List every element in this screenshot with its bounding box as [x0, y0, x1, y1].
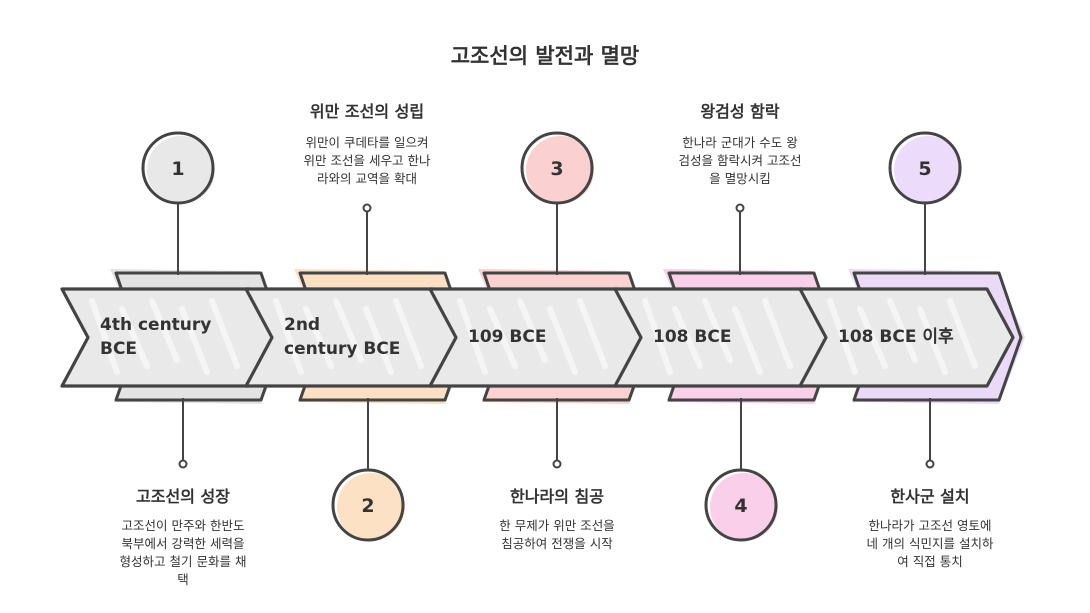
sketch-stroke [209, 298, 240, 369]
sketch-stroke [702, 298, 733, 363]
sketch-stroke [333, 298, 364, 363]
sketch-stroke [887, 298, 918, 363]
sketch-stroke [547, 306, 578, 375]
sketch-stroke [149, 298, 180, 363]
stage-4-description-line: 검성을 함락시켜 고조선 [678, 153, 802, 168]
sketch-stroke [857, 306, 888, 369]
stage-2-description-line: 위만 조선을 세우고 한나 [303, 153, 431, 168]
stage-3-number: 3 [550, 158, 563, 180]
stage-2-circle-fill [337, 473, 405, 541]
stage-5-circle-fill [894, 136, 962, 204]
sketch-stroke [393, 298, 424, 369]
stage-1-description-line: 택 [177, 572, 189, 587]
diagram-title: 고조선의 발전과 멸망 [450, 44, 640, 68]
stage-1-circle-fill [147, 136, 215, 204]
sketch-stroke [119, 306, 150, 369]
stage-2-label-line: 2nd [284, 315, 321, 335]
stage-2-label: 2nd century BCE [284, 313, 400, 361]
stage-3-label: 109 BCE [468, 325, 546, 349]
stage-5-number-circle [888, 131, 962, 205]
sketch-stroke [762, 298, 793, 369]
stage-3-description-line: 침공하여 전쟁을 시작 [501, 536, 613, 551]
stage-5-number: 5 [918, 158, 931, 180]
stage-1-number-circle [141, 131, 215, 205]
stage-4-event-dot [735, 203, 745, 213]
stage-4-number-circle [704, 468, 778, 542]
stage-2-label-line: century BCE [284, 339, 401, 359]
sketch-stroke [917, 306, 948, 375]
stage-1-event-dot [178, 459, 188, 469]
stage-3-number-circle [520, 131, 594, 205]
stage-4-number: 4 [734, 495, 747, 517]
stage-3-description-line: 한 무제가 위만 조선을 [499, 518, 615, 533]
stage-2-event-title: 위만 조선의 성립 [309, 102, 425, 121]
stage-4-description-line: 을 멸망시킴 [709, 171, 771, 186]
stage-2-description-line: 라와의 교역을 확대 [317, 171, 417, 186]
stage-5-description-line: 한나라가 고조선 영토에 [868, 518, 992, 533]
stage-2-number: 2 [361, 495, 374, 517]
stage-1-description-line: 고조선이 만주와 한반도 [121, 518, 245, 533]
sketch-stroke [179, 306, 210, 375]
stage-5-event-dot [925, 459, 935, 469]
stage-4-circle-fill [710, 473, 778, 541]
sketch-stroke [642, 298, 673, 375]
sketch-stroke [89, 298, 120, 375]
stage-5-label: 108 BCE 이후 [838, 325, 954, 349]
connector-lines: 1 2 3 4 5 [141, 131, 962, 542]
sketch-stroke [487, 306, 518, 369]
sketch-stroke [517, 298, 548, 363]
stage-5-description-line: 네 개의 식민지를 설치하 [866, 536, 994, 551]
stage-3-event-title: 한나라의 침공 [510, 487, 604, 506]
stage-4-label-line: 108 BCE [653, 327, 732, 347]
stage-3-label-line: 109 BCE [468, 327, 547, 347]
stage-2-number-circle [331, 468, 405, 542]
stage-5-description-line: 여 직접 통치 [897, 554, 963, 569]
sketch-stroke [672, 306, 703, 369]
stage-1-number: 1 [171, 158, 184, 180]
stage-1-label-line: 4th century [100, 315, 212, 335]
stage-3-event-dot [552, 459, 562, 469]
stage-2-event-dot [362, 203, 372, 213]
stage-4-event-title: 왕검성 함락 [700, 102, 780, 121]
stage-1-description-line: 북부에서 강력한 세력을 [121, 536, 245, 551]
stage-1-event-title: 고조선의 성장 [136, 487, 230, 506]
stage-4-description-line: 한나라 군대가 수도 왕 [682, 135, 798, 150]
stage-3-circle-fill [526, 136, 594, 204]
stage-2-description-line: 위만이 쿠데타를 일으켜 [305, 135, 429, 150]
sketch-stroke [827, 298, 858, 375]
stage-5-event-title: 한사군 설치 [890, 487, 970, 506]
stage-1-label-line: BCE [100, 339, 138, 359]
stage-4-label: 108 BCE [653, 325, 731, 349]
sketch-stroke [303, 306, 334, 369]
sketch-stroke [273, 298, 304, 375]
sketch-stroke [732, 306, 763, 375]
stage-1-description-line: 형성하고 철기 문화를 채 [119, 554, 247, 569]
chevron-arrows [60, 287, 1015, 388]
sketch-stroke [363, 306, 394, 375]
sketch-stroke [577, 298, 608, 369]
stage-5-label-line: 108 BCE 이후 [838, 327, 954, 347]
sketch-stroke [457, 298, 488, 375]
sketch-stroke [947, 298, 978, 369]
